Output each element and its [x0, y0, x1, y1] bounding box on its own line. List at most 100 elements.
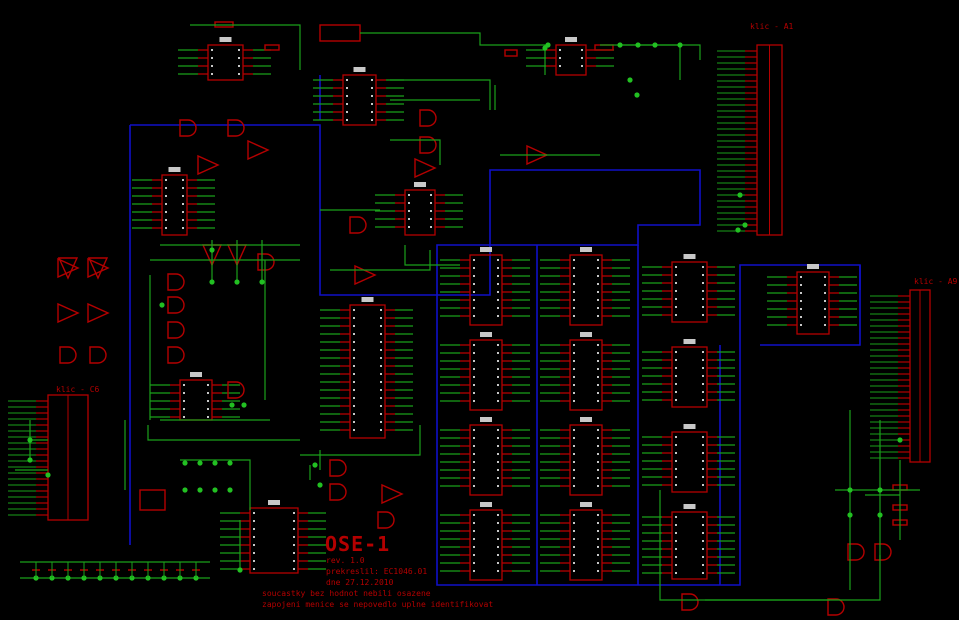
chip-label	[683, 254, 696, 259]
and-gate	[847, 543, 865, 561]
pin-number	[702, 282, 704, 284]
pin-number	[573, 461, 575, 463]
and-gate	[227, 119, 245, 137]
pin-number	[497, 267, 499, 269]
pin-number	[800, 324, 802, 326]
ic-chip	[469, 254, 503, 326]
ic-chip	[796, 271, 830, 335]
pin-number	[408, 226, 410, 228]
junction-dot	[617, 42, 623, 48]
chip-label	[268, 500, 280, 505]
pin-number	[702, 564, 704, 566]
pin-number	[675, 564, 677, 566]
pin-number	[497, 275, 499, 277]
pin-number	[380, 413, 382, 415]
pin-number	[165, 179, 167, 181]
pin-number	[353, 381, 355, 383]
pin-number	[675, 266, 677, 268]
pin-number	[497, 307, 499, 309]
pin-number	[675, 383, 677, 385]
chip-label	[807, 264, 819, 269]
pin-number	[473, 429, 475, 431]
resistor	[264, 44, 280, 51]
junction-dot	[159, 302, 165, 308]
chip-label	[580, 502, 592, 507]
pin-number	[573, 368, 575, 370]
pin-number	[497, 453, 499, 455]
pin-number	[675, 391, 677, 393]
pin-number	[293, 520, 295, 522]
junction-dot	[227, 487, 233, 493]
pin-number	[675, 282, 677, 284]
pin-number	[408, 194, 410, 196]
pin-number	[675, 556, 677, 558]
pin-number	[573, 275, 575, 277]
pin-number	[183, 384, 185, 386]
pin-number	[597, 376, 599, 378]
pin-number	[824, 308, 826, 310]
pin-number	[573, 445, 575, 447]
pin-number	[597, 315, 599, 317]
pin-number	[211, 49, 213, 51]
pin-number	[211, 73, 213, 75]
pin-number	[597, 469, 599, 471]
pin-number	[165, 211, 167, 213]
pin-number	[702, 351, 704, 353]
pin-number	[497, 570, 499, 572]
pin-number	[597, 360, 599, 362]
junction-dot	[542, 45, 548, 51]
pin-number	[824, 276, 826, 278]
pin-number	[675, 436, 677, 438]
pin-number	[353, 333, 355, 335]
and-gate	[167, 346, 185, 364]
pin-number	[353, 309, 355, 311]
resistor	[594, 44, 614, 51]
pin-number	[573, 344, 575, 346]
pin-number	[473, 554, 475, 556]
and-gate	[329, 459, 347, 477]
pin-number	[675, 572, 677, 574]
pin-number	[430, 194, 432, 196]
pin-number	[800, 276, 802, 278]
pin-number	[702, 540, 704, 542]
inverter-gate	[414, 157, 437, 179]
pin-number	[573, 307, 575, 309]
junction-dot	[652, 42, 658, 48]
pin-number	[408, 210, 410, 212]
pin-number	[380, 373, 382, 375]
wire	[180, 459, 251, 510]
pin-number	[293, 568, 295, 570]
chip-label	[190, 372, 202, 377]
pin-number	[380, 429, 382, 431]
pin-number	[346, 95, 348, 97]
pin-number	[473, 291, 475, 293]
pin-number	[573, 392, 575, 394]
pin-number	[597, 400, 599, 402]
and-gate	[257, 253, 275, 271]
pin-number	[573, 485, 575, 487]
pin-number	[597, 429, 599, 431]
pin-number	[165, 195, 167, 197]
note-converter: zapojeni menice se nepovedlo uplne ident…	[262, 600, 494, 609]
pin-number	[597, 554, 599, 556]
pin-number	[293, 544, 295, 546]
junction-dot	[212, 487, 218, 493]
pin-number	[675, 367, 677, 369]
pin-number	[675, 548, 677, 550]
chip-label	[480, 332, 492, 337]
junction-dot	[627, 77, 633, 83]
pin-number	[182, 227, 184, 229]
pin-number	[573, 453, 575, 455]
pin-number	[581, 57, 583, 59]
pin-number	[702, 516, 704, 518]
pin-number	[702, 532, 704, 534]
pin-number	[497, 299, 499, 301]
pin-number	[597, 485, 599, 487]
and-gate	[681, 593, 699, 611]
pin-number	[346, 111, 348, 113]
pin-number	[473, 275, 475, 277]
pin-number	[497, 445, 499, 447]
pin-number	[573, 291, 575, 293]
pin-number	[293, 536, 295, 538]
junction-dot	[237, 567, 243, 573]
